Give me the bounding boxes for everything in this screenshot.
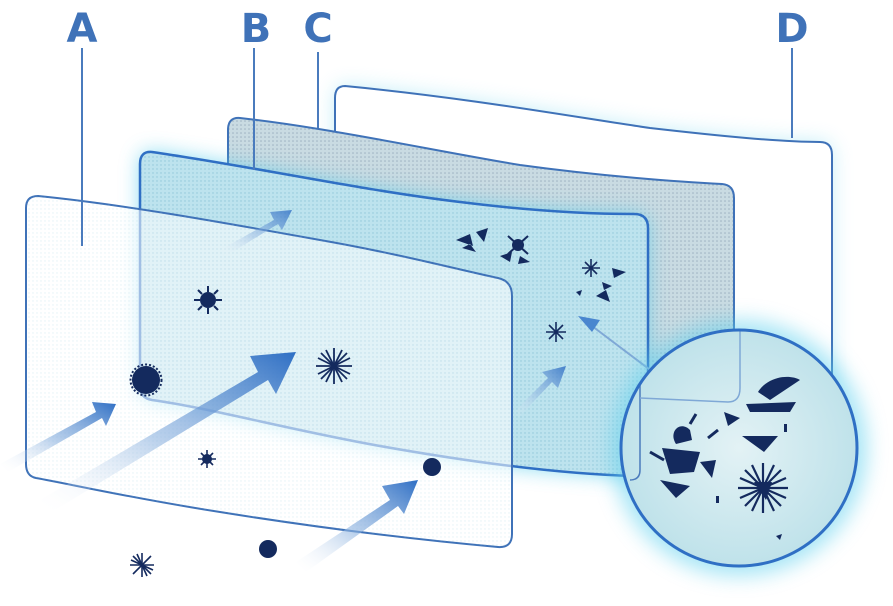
trapped-particles: [456, 228, 626, 342]
airflow-arrow-icon: [40, 352, 296, 512]
particle-icon: [130, 553, 154, 577]
particle-icon: [582, 259, 600, 277]
airflow-arrows: [0, 210, 566, 572]
label-c: C: [303, 6, 332, 52]
airflow-arrow-icon: [514, 366, 566, 418]
airflow-arrow-icon: [0, 402, 116, 472]
particle-icon: [259, 540, 277, 558]
magnifier-icon: [611, 320, 867, 576]
leader-lines: [81, 48, 793, 246]
particle-icon: [129, 363, 163, 397]
free-particles: [129, 286, 441, 577]
airflow-arrow-icon: [296, 480, 418, 572]
particle-icon: [423, 458, 441, 476]
label-b: B: [241, 6, 272, 52]
airflow-arrow-icon: [220, 210, 292, 256]
particle-icon: [198, 450, 216, 468]
label-d: D: [775, 6, 808, 52]
particle-icon: [316, 348, 352, 384]
particle-icon: [194, 286, 222, 314]
label-a: A: [67, 6, 98, 52]
